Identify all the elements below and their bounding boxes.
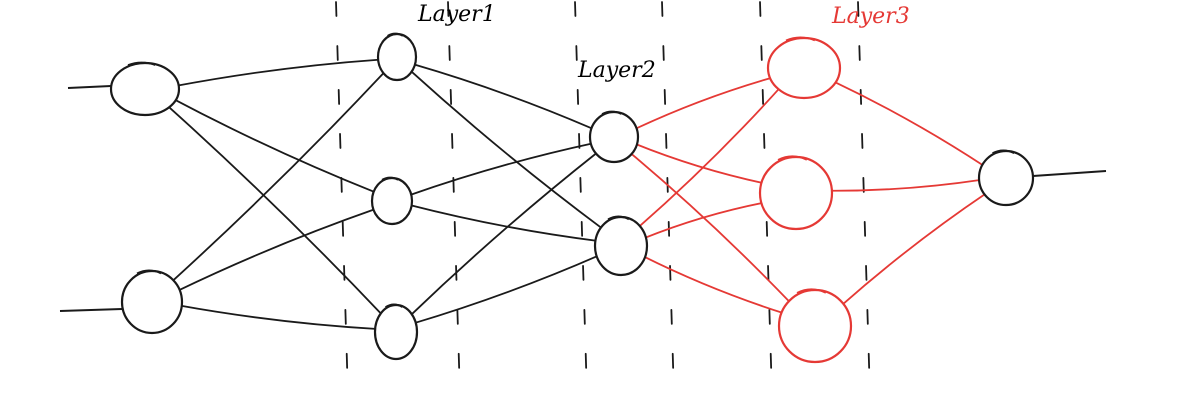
node-l3c-stroke-mark: [796, 288, 827, 294]
node-in1: [109, 61, 181, 117]
edge-l3b-out: [827, 178, 983, 192]
edge-l2b-l3c: [641, 255, 786, 315]
input-line-1: [67, 85, 112, 89]
node-l1c-stroke-mark: [385, 303, 403, 308]
edge-in1-l1b: [171, 97, 377, 194]
edge-l2b-l3b: [642, 201, 766, 240]
edge-l1b-l2a: [408, 142, 595, 197]
node-in2: [120, 269, 184, 335]
layer-1-label: Layer1: [418, 2, 496, 27]
node-l3a-stroke-mark: [785, 36, 816, 42]
edge-l2a-l3a: [633, 76, 775, 131]
network-nodes: [109, 32, 1035, 364]
edge-in2-l1c: [177, 304, 379, 330]
node-l2b-stroke-mark: [607, 215, 630, 221]
node-l3a: [766, 36, 842, 100]
edge-in1-l1c: [166, 104, 384, 316]
io-lines: [59, 85, 1107, 312]
edge-l1a-l2b: [409, 69, 605, 231]
edge-l1c-l2a: [409, 151, 599, 317]
edge-in2-l1b: [175, 208, 377, 293]
network-edges: [166, 58, 988, 330]
edge-l2a-l3b: [633, 142, 766, 185]
node-out-stroke-mark: [992, 149, 1015, 154]
edge-l2a-l3c: [628, 151, 793, 305]
layer-3-label: Layer3: [832, 4, 910, 29]
node-in1-stroke-mark: [127, 61, 156, 66]
node-l1b-stroke-mark: [381, 176, 399, 181]
edge-l1a-l2a: [412, 63, 595, 131]
edge-l2b-l3a: [636, 85, 782, 229]
edge-l3a-out: [831, 80, 986, 168]
node-l1a-stroke-mark: [387, 32, 404, 37]
node-l1b: [370, 176, 414, 226]
node-in2-stroke-mark: [136, 269, 162, 275]
node-l2a: [588, 110, 640, 164]
edge-l3c-out: [839, 191, 988, 308]
node-l2a-stroke-mark: [601, 110, 622, 115]
node-l3c: [777, 288, 853, 364]
edge-l1b-l2b: [408, 204, 599, 242]
layer-divider-2: [447, 1, 461, 397]
layer-divider-6: [857, 1, 871, 397]
output-line: [1032, 170, 1107, 177]
node-l2b: [593, 215, 649, 277]
node-l3b-stroke-mark: [777, 155, 808, 161]
edge-in2-l1a: [170, 70, 386, 284]
node-out: [977, 149, 1035, 207]
node-l3b: [758, 155, 834, 231]
node-l1c: [373, 303, 419, 361]
node-l1a: [376, 32, 418, 82]
input-line-2: [59, 308, 123, 312]
layer-divider-4: [661, 1, 675, 397]
layer-divider-1: [335, 1, 349, 397]
layer-2-label: Layer2: [578, 58, 656, 83]
edge-l1c-l2b: [412, 254, 601, 325]
edge-in1-l1a: [174, 58, 381, 87]
